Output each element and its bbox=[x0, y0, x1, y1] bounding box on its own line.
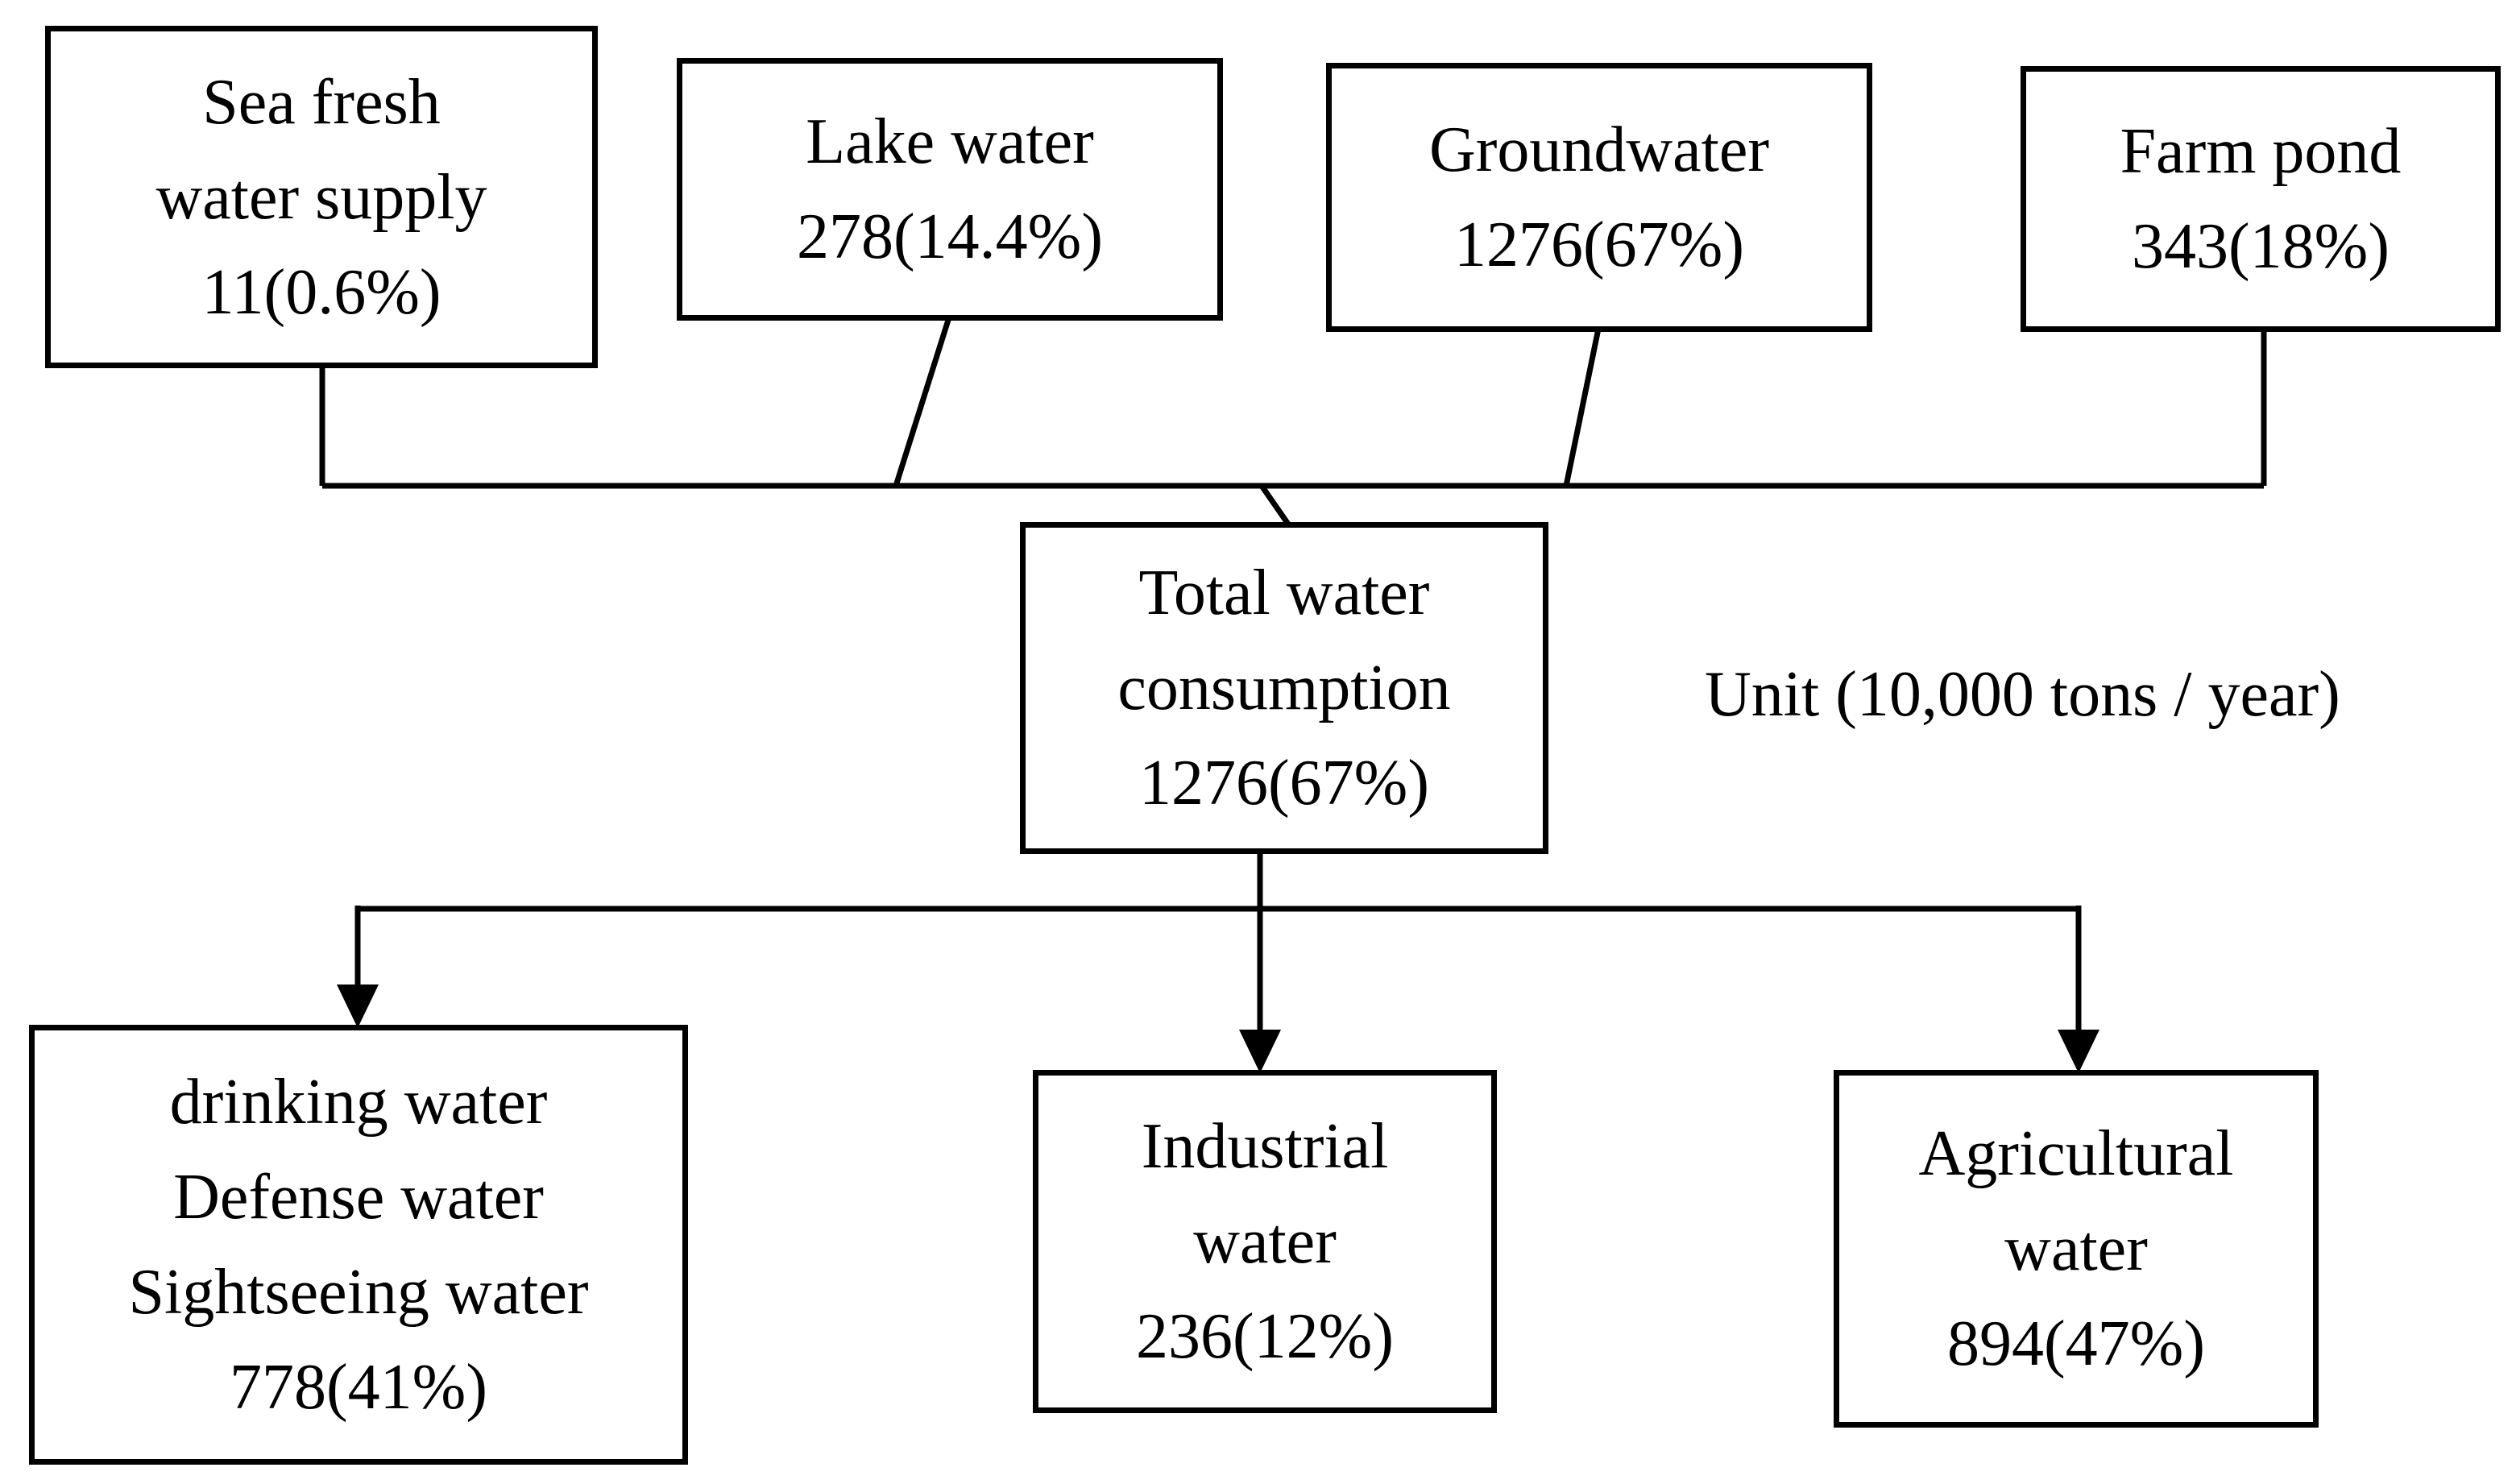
use-label-line: Industrial bbox=[1141, 1111, 1389, 1182]
connector-to-total bbox=[1259, 484, 1291, 527]
use-label-line: water bbox=[2004, 1213, 2148, 1284]
source-box-farm-pond: Farm pond 343(18%) bbox=[2021, 66, 2501, 332]
source-value: 343(18%) bbox=[2132, 211, 2390, 282]
source-value: 11(0.6%) bbox=[201, 256, 441, 328]
source-value: 278(14.4%) bbox=[797, 201, 1103, 272]
use-label-line: Sightseeing water bbox=[128, 1257, 589, 1328]
unit-label: Unit (10,000 tons / year) bbox=[1705, 659, 2340, 730]
source-box-sea-fresh-water: Sea fresh water supply 11(0.6%) bbox=[45, 26, 598, 368]
arrowhead-agricultural bbox=[2058, 1030, 2099, 1073]
source-label-line: Sea fresh bbox=[202, 66, 441, 138]
use-value: 778(41%) bbox=[230, 1352, 487, 1423]
total-label-line: consumption bbox=[1117, 653, 1451, 723]
use-box-agricultural-water: Agricultural water 894(47%) bbox=[1834, 1070, 2319, 1428]
source-value: 1276(67%) bbox=[1454, 209, 1744, 280]
use-label-line: Defense water bbox=[173, 1162, 544, 1233]
total-label-line: Total water bbox=[1138, 558, 1430, 628]
arrowhead-drinking bbox=[337, 984, 379, 1028]
arrowhead-industrial bbox=[1239, 1030, 1281, 1073]
total-water-consumption-box: Total water consumption 1276(67%) bbox=[1020, 522, 1548, 854]
source-label-line: Groundwater bbox=[1428, 114, 1770, 185]
connector-lake-water bbox=[893, 316, 952, 487]
use-label-line: drinking water bbox=[169, 1067, 548, 1138]
source-label-line: Farm pond bbox=[2120, 116, 2402, 187]
use-box-industrial-water: Industrial water 236(12%) bbox=[1033, 1070, 1497, 1413]
source-label-line: water supply bbox=[155, 161, 487, 233]
source-box-groundwater: Groundwater 1276(67%) bbox=[1326, 63, 1872, 332]
use-value: 236(12%) bbox=[1136, 1301, 1394, 1372]
connector-groundwater bbox=[1563, 328, 1602, 487]
source-box-lake-water: Lake water 278(14.4%) bbox=[677, 58, 1223, 321]
use-label-line: water bbox=[1193, 1206, 1337, 1277]
use-label-line: Agricultural bbox=[1918, 1118, 2234, 1189]
source-label-line: Lake water bbox=[806, 106, 1094, 177]
total-value: 1276(67%) bbox=[1139, 748, 1429, 819]
use-box-drinking-defense-sightseeing: drinking water Defense water Sightseeing… bbox=[29, 1025, 688, 1465]
use-value: 894(47%) bbox=[1947, 1308, 2205, 1379]
